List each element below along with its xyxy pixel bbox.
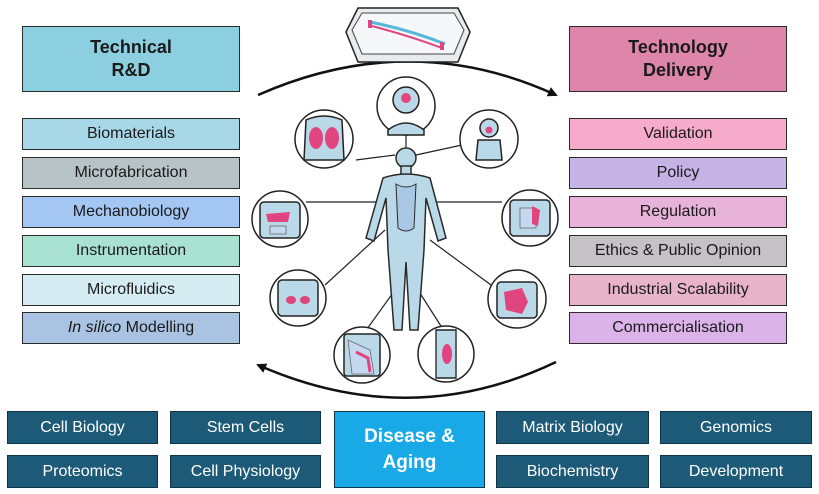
bottom-label: Proteomics	[42, 462, 123, 480]
vessel-icon	[417, 325, 475, 383]
bottom-stem-cells: Stem Cells	[170, 411, 321, 444]
technology-delivery-line2: Delivery	[642, 60, 714, 80]
bottom-proteomics: Proteomics	[7, 455, 158, 488]
bottom-cycle-arrow	[256, 360, 557, 399]
stomach-icon	[501, 189, 559, 247]
bottom-matrix-biology: Matrix Biology	[496, 411, 649, 444]
bottom-cell-biology: Cell Biology	[7, 411, 158, 444]
bottom-label: Cell Biology	[40, 418, 125, 436]
right-item-commercialisation: Commercialisation	[569, 312, 787, 344]
right-item-label: Ethics & Public Opinion	[594, 242, 762, 259]
human-body-icon	[365, 147, 447, 331]
left-item-label: Microfabrication	[74, 164, 188, 181]
skin-icon	[333, 326, 391, 384]
bottom-label: Biochemistry	[526, 462, 619, 480]
technology-delivery-header: Technology Delivery	[569, 26, 787, 92]
liver-icon	[251, 190, 309, 248]
left-item-label: Instrumentation	[75, 242, 187, 259]
thyroid-icon	[459, 109, 519, 169]
right-item-ethics: Ethics & Public Opinion	[569, 235, 787, 267]
right-item-label: Policy	[656, 164, 700, 181]
right-item-label: Regulation	[639, 203, 717, 220]
left-item-biomaterials: Biomaterials	[22, 118, 240, 150]
kidney-icon	[269, 269, 327, 327]
bottom-label: Matrix Biology	[522, 418, 623, 436]
left-item-label: Biomaterials	[86, 125, 176, 142]
left-item-label-italic: In silico	[67, 319, 122, 336]
right-item-policy: Policy	[569, 157, 787, 189]
right-item-validation: Validation	[569, 118, 787, 150]
technology-delivery-line1: Technology	[628, 37, 728, 57]
intestine-icon	[487, 269, 547, 329]
left-item-label-rest: Modelling	[121, 319, 195, 336]
bottom-genomics: Genomics	[660, 411, 812, 444]
left-item-microfluidics: Microfluidics	[22, 274, 240, 306]
left-item-label: Microfluidics	[86, 281, 175, 298]
right-item-label: Validation	[643, 125, 713, 142]
bottom-development: Development	[660, 455, 812, 488]
bottom-label: Stem Cells	[206, 418, 285, 436]
bottom-label: Genomics	[699, 418, 773, 436]
bottom-biochemistry: Biochemistry	[496, 455, 649, 488]
right-item-label: Industrial Scalability	[607, 281, 749, 298]
left-item-mechanobiology: Mechanobiology	[22, 196, 240, 228]
left-item-instrumentation: Instrumentation	[22, 235, 240, 267]
right-item-industrial-scalability: Industrial Scalability	[569, 274, 787, 306]
brain-icon	[376, 76, 436, 136]
technical-rd-header: Technical R&D	[22, 26, 240, 92]
bottom-label: Development	[688, 462, 784, 480]
lung-icon	[294, 109, 354, 169]
technical-rd-line2: R&D	[111, 60, 151, 80]
left-item-microfabrication: Microfabrication	[22, 157, 240, 189]
disease-aging-box: Disease & Aging	[334, 411, 485, 488]
right-item-regulation: Regulation	[569, 196, 787, 228]
organ-circles	[251, 76, 559, 384]
disease-aging-line1: Disease &	[364, 425, 455, 447]
bottom-cell-physiology: Cell Physiology	[170, 455, 321, 488]
right-item-label: Commercialisation	[612, 319, 744, 336]
organ-chip-icon	[345, 7, 471, 63]
disease-aging-line2: Aging	[382, 451, 437, 473]
bottom-label: Cell Physiology	[190, 462, 301, 480]
left-item-in-silico-modelling: In silico Modelling	[22, 312, 240, 344]
technical-rd-line1: Technical	[90, 37, 172, 57]
left-item-label: Mechanobiology	[72, 203, 190, 220]
